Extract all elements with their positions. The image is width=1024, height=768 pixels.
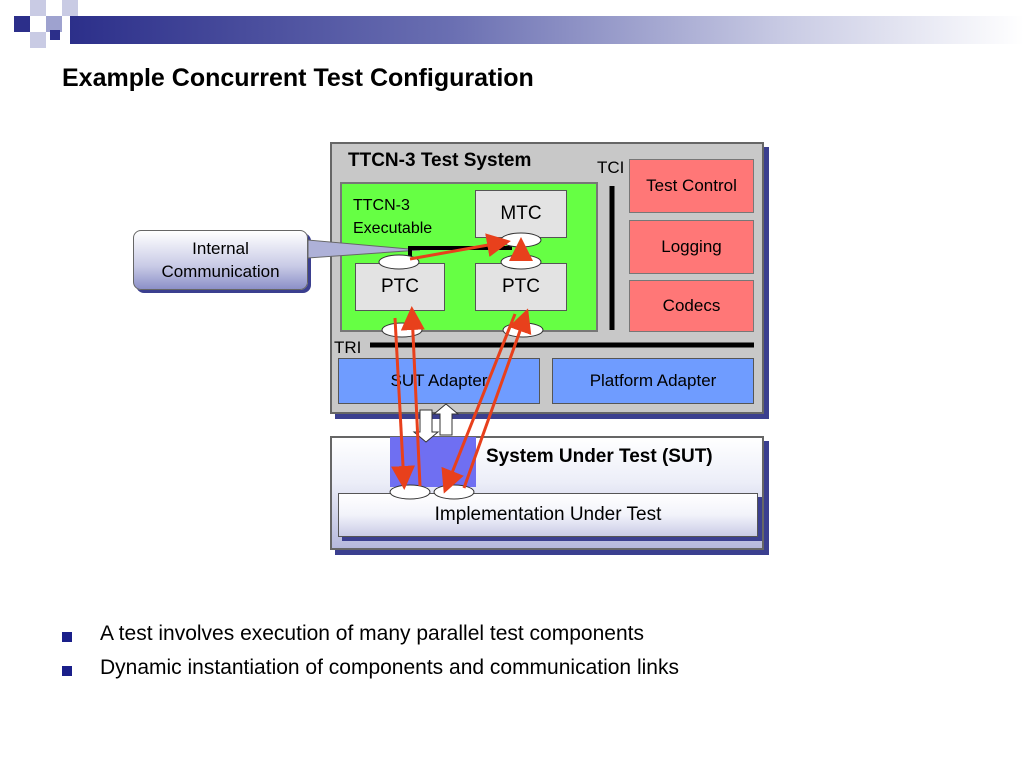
bullet-text: A test involves execution of many parall…	[100, 622, 644, 645]
ptc-right-box: PTC	[475, 263, 567, 311]
test-control-box: Test Control	[629, 159, 754, 213]
bullet-square-icon	[62, 632, 72, 642]
bullet-text: Dynamic instantiation of components and …	[100, 656, 679, 679]
iut-box: Implementation Under Test	[338, 493, 758, 537]
mtc-box: MTC	[475, 190, 567, 238]
logging-box: Logging	[629, 220, 754, 274]
logo-square	[30, 32, 46, 48]
tri-label: TRI	[334, 338, 362, 357]
executable-label-line2: Executable	[353, 220, 433, 237]
callout-line2: Communication	[161, 262, 280, 281]
sut-adapter-connection	[390, 437, 476, 487]
tci-label: TCI	[597, 158, 625, 177]
sut-title: System Under Test (SUT)	[486, 446, 713, 467]
logo-square	[62, 0, 78, 16]
logo-square	[46, 16, 62, 32]
header-banner	[70, 16, 1024, 44]
bullet-square-icon	[62, 666, 72, 676]
ptc-left-box: PTC	[355, 263, 445, 311]
sut-adapter-box: SUT Adapter	[338, 358, 540, 404]
logo-square	[50, 30, 60, 40]
codecs-box: Codecs	[629, 280, 754, 332]
logo-square	[30, 0, 46, 16]
logo-square	[14, 16, 30, 32]
page-title: Example Concurrent Test Configuration	[62, 64, 534, 92]
internal-communication-callout: Internal Communication	[133, 230, 308, 290]
test-system-title: TTCN-3 Test System	[348, 150, 532, 171]
executable-label-line1: TTCN-3	[353, 197, 410, 214]
platform-adapter-box: Platform Adapter	[552, 358, 754, 404]
callout-line1: Internal	[192, 239, 249, 258]
